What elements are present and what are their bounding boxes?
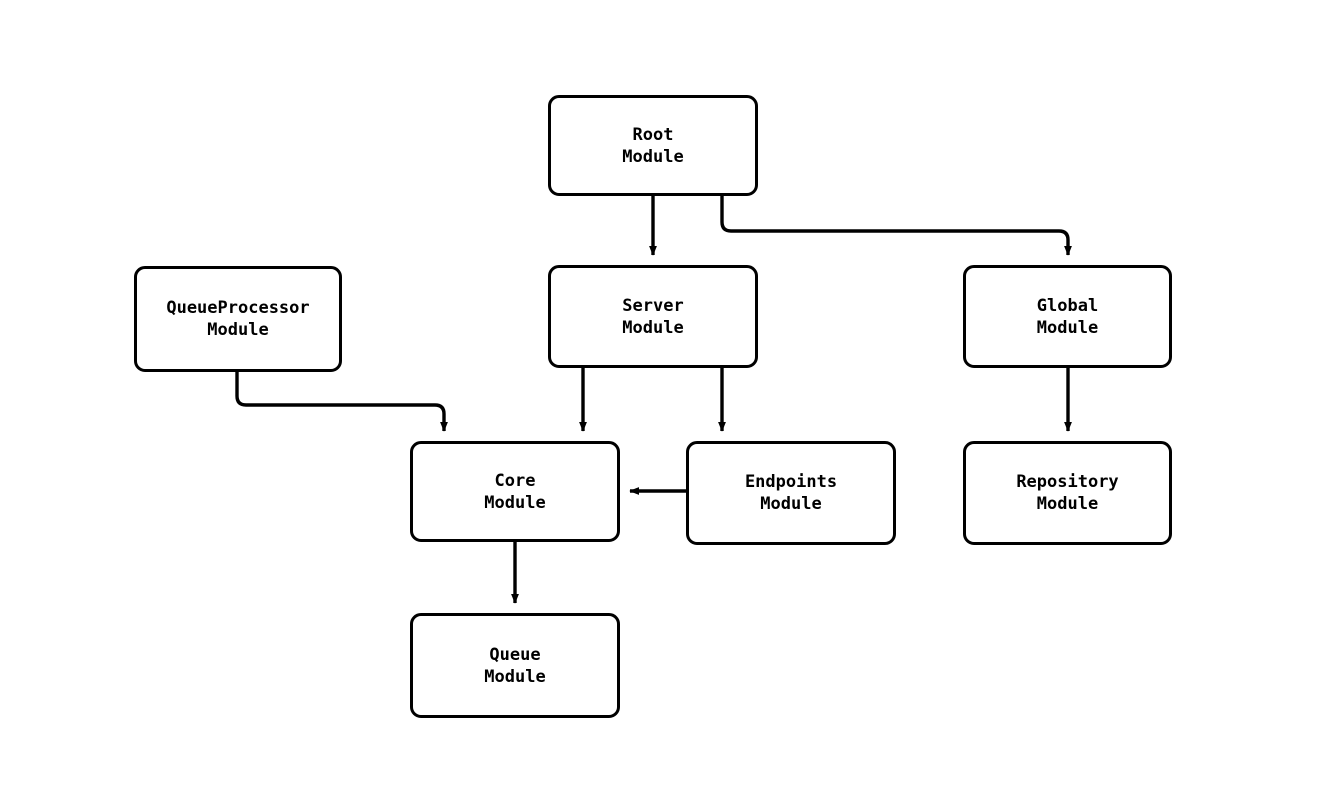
node-global-module-line2: Module [1036,317,1099,338]
node-core-module[interactable]: Core Module [410,441,620,542]
edge-root-to-global [720,196,1072,256]
node-global-module-line1: Global [1036,295,1099,316]
node-endpoints-module[interactable]: Endpoints Module [686,441,896,545]
node-core-module-line2: Module [484,492,546,513]
node-queue-module-line1: Queue [489,644,541,665]
node-server-module-line2: Module [622,317,684,338]
node-core-module-line1: Core [494,470,536,491]
node-endpoints-module-line2: Module [760,494,822,514]
node-repository-module-line2: Module [1036,494,1099,514]
node-global-module[interactable]: Global Module [963,265,1172,368]
node-queueprocessor-module-line2: Module [207,320,269,340]
node-queueprocessor-module[interactable]: QueueProcessor Module [134,266,342,372]
node-server-module[interactable]: Server Module [548,265,758,368]
node-queueprocessor-module-line1: QueueProcessor [166,298,310,318]
node-root-module-line1: Root [632,124,674,145]
node-server-module-line1: Server [622,295,684,316]
node-root-module-line2: Module [622,146,684,167]
node-repository-module[interactable]: Repository Module [963,441,1172,545]
node-repository-module-line1: Repository [1016,472,1119,492]
node-queue-module[interactable]: Queue Module [410,613,620,718]
node-root-module[interactable]: Root Module [548,95,758,196]
node-queue-module-line2: Module [484,666,546,687]
edge-queueprocessor-to-core [235,372,448,432]
node-endpoints-module-line1: Endpoints [744,472,838,492]
